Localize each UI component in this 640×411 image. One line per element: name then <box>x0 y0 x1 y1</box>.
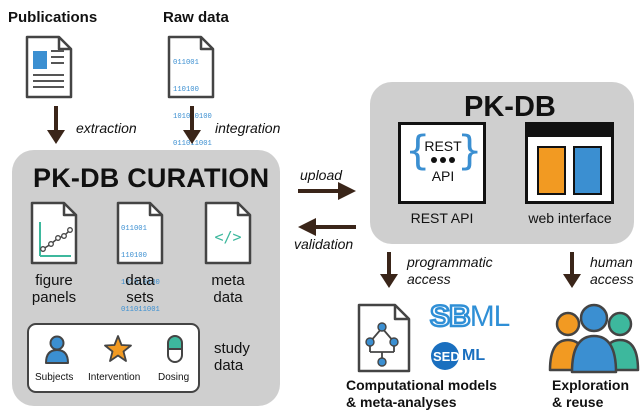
computational-models-label: Computational models& meta-analyses <box>346 377 497 410</box>
sbml-logo: SBML <box>429 299 511 335</box>
curation-title: PK-DB CURATION <box>33 163 270 193</box>
subjects-icon <box>45 335 69 364</box>
meta-data-document-icon <box>204 201 252 265</box>
exploration-label: Exploration& reuse <box>552 377 630 410</box>
integration-label: integration <box>215 120 281 136</box>
dosing-label: Dosing <box>158 372 190 383</box>
extraction-arrow-icon <box>47 106 65 144</box>
publication-document-icon <box>25 35 73 99</box>
upload-arrow-icon <box>298 182 356 200</box>
programmatic-arrow-icon <box>380 252 398 288</box>
intervention-star-icon <box>104 335 132 362</box>
web-interface-label: web interface <box>528 210 612 226</box>
validation-arrow-icon <box>298 218 356 236</box>
upload-label: upload <box>300 167 343 183</box>
integration-arrow-icon <box>183 106 201 144</box>
raw-data-document-icon <box>167 35 215 99</box>
figure-panel-document-icon <box>30 201 78 265</box>
pkdb-title: PK-DB <box>464 91 556 123</box>
subjects-label: Subjects <box>35 372 74 383</box>
api-word: API <box>431 168 455 184</box>
dosing-capsule-icon <box>167 335 183 363</box>
rest-word: REST <box>424 138 462 154</box>
data-sets-document-icon <box>116 201 164 265</box>
web-interface-box[interactable] <box>525 122 614 204</box>
rest-api-box[interactable] <box>398 122 486 204</box>
validation-label: validation <box>294 236 354 252</box>
people-icon <box>548 303 640 374</box>
publications-title: Publications <box>8 9 98 26</box>
code-tag-icon: </> <box>214 228 242 246</box>
dots-icon <box>431 157 455 163</box>
model-document-icon <box>357 303 411 373</box>
rest-api-label: REST API <box>410 210 474 226</box>
left-brace-icon: { <box>405 128 431 174</box>
browser-bar <box>528 125 611 137</box>
extraction-label: extraction <box>76 120 137 136</box>
right-brace-icon: } <box>457 128 483 174</box>
intervention-label: Intervention <box>88 372 141 383</box>
orange-panel <box>537 146 566 195</box>
blue-panel <box>573 146 602 195</box>
raw-data-title: Raw data <box>163 9 229 26</box>
human-arrow-icon <box>563 252 581 288</box>
